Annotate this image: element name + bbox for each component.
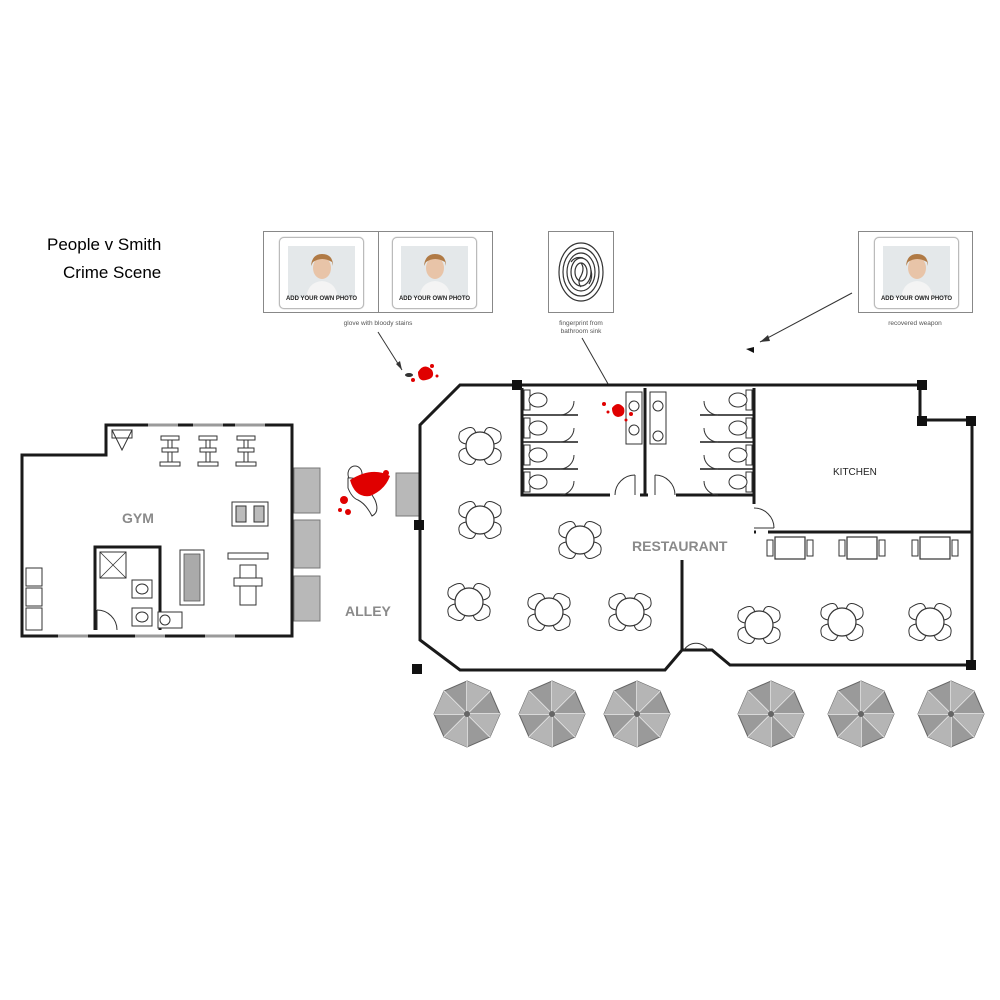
room-label-alley: ALLEY xyxy=(345,603,391,619)
gym-building xyxy=(20,423,294,638)
photo-caption-2: ADD YOUR OWN PHOTO xyxy=(398,296,471,302)
photo-divider xyxy=(378,231,379,313)
body-outline xyxy=(338,465,390,517)
photo-frame-3: ADD YOUR OWN PHOTO xyxy=(874,237,959,309)
blood-splatter-glove xyxy=(405,364,439,382)
caption-fingerprint-1: fingerprint from xyxy=(559,320,603,327)
person-photo-icon xyxy=(883,246,950,298)
diagram-title-line2: Crime Scene xyxy=(63,263,162,282)
restaurant-building xyxy=(412,380,976,674)
fingerprint-icon xyxy=(558,242,604,302)
photo-frame-2: ADD YOUR OWN PHOTO xyxy=(392,237,477,309)
person-photo-icon xyxy=(401,246,468,298)
person-photo-icon xyxy=(288,246,355,298)
caption-fingerprint-2: bathroom sink xyxy=(560,328,602,335)
patio-umbrellas xyxy=(433,680,985,748)
evidence-photo-card-weapon: ADD YOUR OWN PHOTO xyxy=(858,231,973,313)
room-label-kitchen: KITCHEN xyxy=(833,467,877,478)
room-label-gym: GYM xyxy=(122,510,154,526)
room-label-restaurant: RESTAURANT xyxy=(632,538,728,554)
diagram-title-line1: People v Smith xyxy=(47,235,162,254)
photo-caption-3: ADD YOUR OWN PHOTO xyxy=(880,296,953,302)
blood-splatter-sink xyxy=(602,402,633,422)
photo-caption-1: ADD YOUR OWN PHOTO xyxy=(285,296,358,302)
photo-frame-1: ADD YOUR OWN PHOTO xyxy=(279,237,364,309)
evidence-photo-card-fingerprint xyxy=(548,231,614,313)
caption-weapon: recovered weapon xyxy=(888,320,942,327)
caption-glove: glove with bloody stains xyxy=(343,320,413,327)
